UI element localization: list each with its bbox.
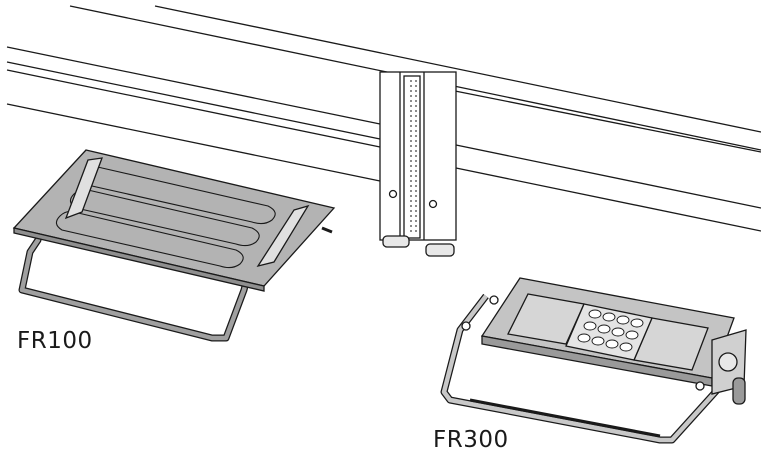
fr100-label: FR100: [17, 328, 93, 354]
footrest-fr100: [12, 149, 336, 342]
desk-leg: [379, 71, 457, 257]
fr300-label: FR300: [433, 427, 509, 453]
desk-frame: [6, 5, 761, 232]
footrest-fr300: [440, 277, 747, 444]
